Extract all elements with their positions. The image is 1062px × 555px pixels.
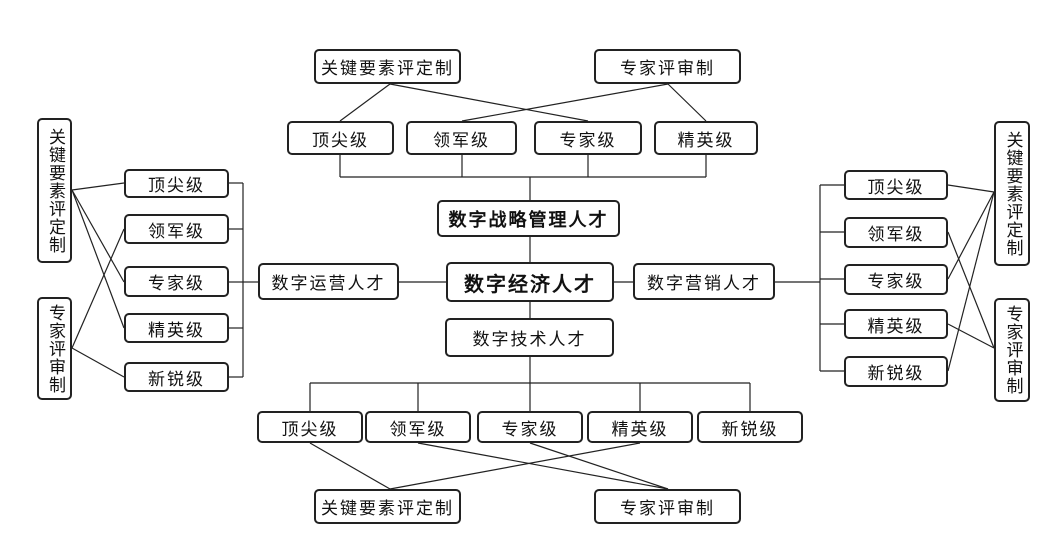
- level-node-bottom: 新锐级: [697, 411, 803, 443]
- level-node-left: 新锐级: [124, 362, 229, 392]
- evaluation-label: 关键要素评定制: [45, 127, 65, 254]
- evaluation-node-right: 关键要素评定制: [994, 121, 1030, 266]
- evaluation-label: 专家评审制: [45, 303, 65, 394]
- level-node-left: 领军级: [124, 214, 229, 244]
- level-node-right: 领军级: [844, 217, 948, 248]
- branch-node-right: 数字营销人才: [633, 263, 775, 300]
- center-node: 数字经济人才: [446, 262, 614, 302]
- evaluation-node-left: 关键要素评定制: [37, 118, 72, 263]
- level-node-bottom: 专家级: [477, 411, 583, 443]
- level-node-right: 精英级: [844, 309, 948, 339]
- level-node-top: 顶尖级: [287, 121, 394, 155]
- level-node-bottom: 领军级: [365, 411, 471, 443]
- level-node-left: 顶尖级: [124, 169, 229, 198]
- level-node-top: 领军级: [406, 121, 517, 155]
- level-node-bottom: 精英级: [587, 411, 693, 443]
- evaluation-node-bottom: 专家评审制: [594, 489, 741, 524]
- evaluation-node-left: 专家评审制: [37, 297, 72, 400]
- branch-node-bottom: 数字技术人才: [445, 318, 614, 357]
- evaluation-label: 专家评审制: [1002, 305, 1023, 395]
- evaluation-node-top: 专家评审制: [594, 49, 741, 84]
- evaluation-node-top: 关键要素评定制: [314, 49, 461, 84]
- level-node-right: 顶尖级: [844, 170, 948, 200]
- level-node-bottom: 顶尖级: [257, 411, 363, 443]
- level-node-left: 专家级: [124, 266, 229, 297]
- evaluation-node-right: 专家评审制: [994, 298, 1030, 402]
- level-node-right: 新锐级: [844, 356, 948, 387]
- branch-node-left: 数字运营人才: [258, 263, 399, 300]
- branch-node-top: 数字战略管理人才: [437, 200, 620, 237]
- evaluation-label: 关键要素评定制: [1002, 130, 1023, 257]
- level-node-top: 专家级: [534, 121, 642, 155]
- level-node-left: 精英级: [124, 313, 229, 343]
- level-node-right: 专家级: [844, 264, 948, 295]
- evaluation-node-bottom: 关键要素评定制: [314, 489, 461, 524]
- level-node-top: 精英级: [654, 121, 758, 155]
